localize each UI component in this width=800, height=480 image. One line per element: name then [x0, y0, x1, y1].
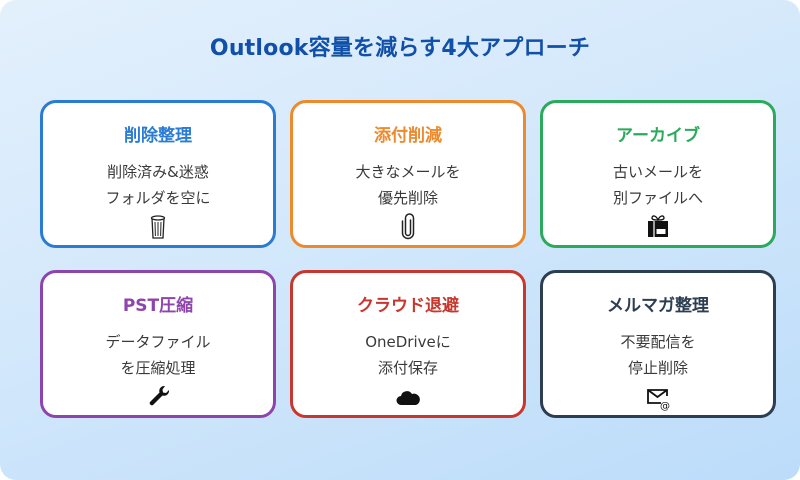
- card-cloud-offload: クラウド退避 OneDriveに 添付保存: [290, 270, 526, 418]
- diagram-title: Outlook容量を減らす4大アプローチ: [209, 36, 591, 61]
- card-desc-line: フォルダを空に: [105, 189, 211, 207]
- card-description: 削除済み&迷惑 フォルダを空に: [43, 159, 273, 211]
- card-desc-line: を圧縮処理: [120, 359, 196, 377]
- card-desc-line: 古いメールを: [612, 163, 703, 181]
- card-description: 不要配信を 停止削除: [543, 329, 773, 381]
- card-description: 大きなメールを 優先削除: [293, 159, 523, 211]
- email-at-icon: @: [643, 381, 673, 411]
- card-title: 添付削減: [374, 126, 442, 146]
- card-desc-line: 添付保存: [377, 359, 438, 377]
- card-desc-line: 削除済み&迷惑: [107, 163, 209, 181]
- card-title: クラウド退避: [357, 296, 459, 316]
- card-desc-line: 優先削除: [377, 189, 438, 207]
- card-description: 古いメールを 別ファイルへ: [543, 159, 773, 211]
- card-title: PST圧縮: [122, 296, 194, 316]
- card-desc-line: 別ファイルへ: [612, 189, 703, 207]
- card-title: アーカイブ: [616, 126, 700, 146]
- card-desc-line: 停止削除: [627, 359, 688, 377]
- cloud-icon: [393, 381, 423, 411]
- card-desc-line: OneDriveに: [365, 333, 451, 351]
- wrench-icon: [143, 381, 173, 411]
- gift-box-icon: [643, 211, 673, 241]
- card-archive: アーカイブ 古いメールを 別ファイルへ: [540, 100, 776, 248]
- card-attachment-reduction: 添付削減 大きなメールを 優先削除: [290, 100, 526, 248]
- card-delete-cleanup: 削除整理 削除済み&迷惑 フォルダを空に: [40, 100, 276, 248]
- paperclip-icon: [393, 211, 423, 241]
- card-title: 削除整理: [124, 126, 192, 146]
- card-desc-line: 不要配信を: [620, 333, 696, 351]
- card-title: メルマガ整理: [607, 296, 709, 316]
- svg-text:@: @: [660, 401, 670, 411]
- card-desc-line: 大きなメールを: [355, 163, 461, 181]
- card-description: OneDriveに 添付保存: [293, 329, 523, 381]
- card-pst-compress: PST圧縮 データファイル を圧縮処理: [40, 270, 276, 418]
- card-desc-line: データファイル: [105, 333, 211, 351]
- card-newsletter-cleanup: メルマガ整理 不要配信を 停止削除 @: [540, 270, 776, 418]
- trash-icon: [143, 211, 173, 241]
- card-description: データファイル を圧縮処理: [43, 329, 273, 381]
